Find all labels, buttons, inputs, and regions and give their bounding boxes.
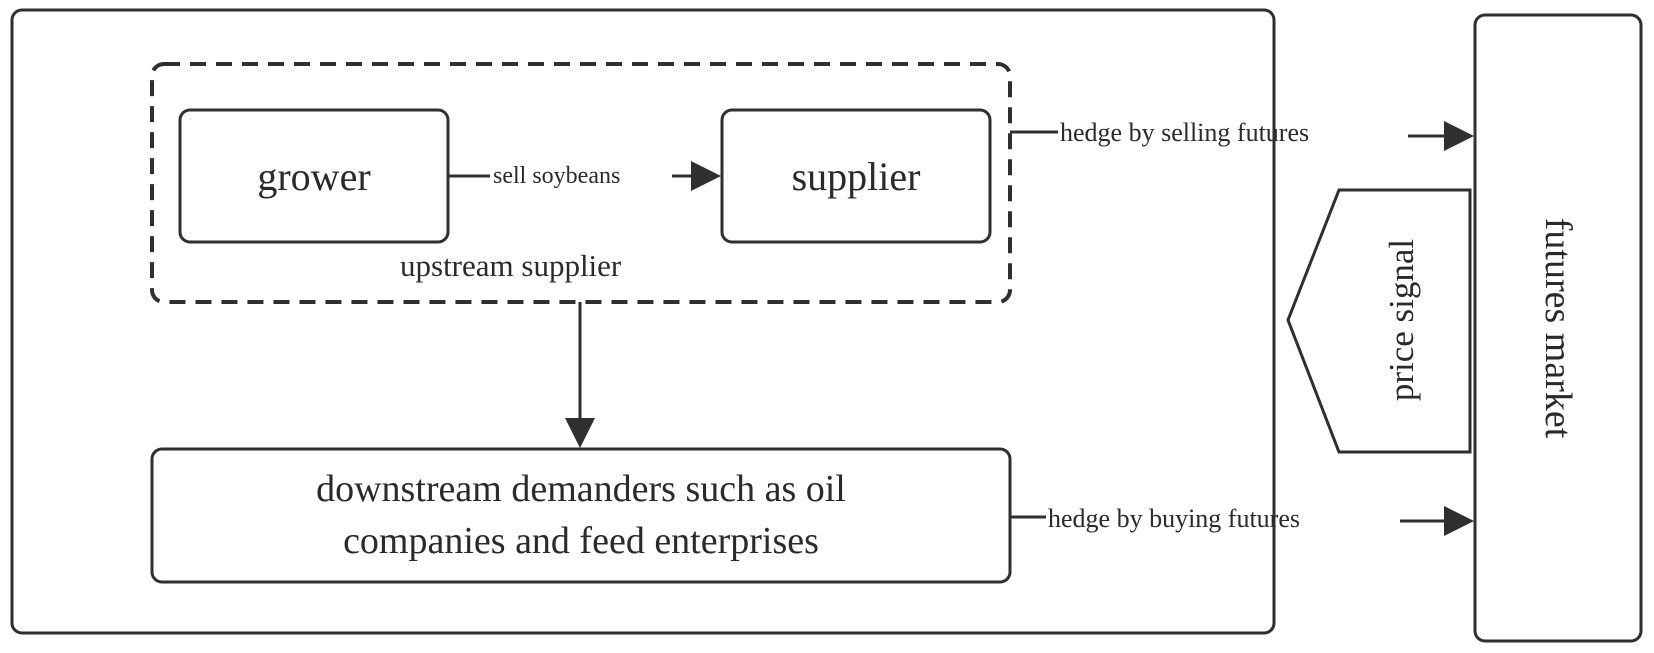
supplier-label: supplier [791, 153, 921, 199]
futures-market-label: futures market [1537, 217, 1579, 439]
outer-container [10, 8, 1276, 635]
grower-label: grower [257, 153, 371, 199]
hedge-buying-label: hedge by buying futures [1048, 504, 1301, 533]
price-signal-label: price signal [1382, 238, 1421, 402]
sell-soybeans-label: sell soybeans [493, 163, 621, 189]
downstream-label-line1: downstream demanders such as oil [316, 468, 846, 511]
upstream-group-label: upstream supplier [400, 248, 622, 283]
hedge-selling-label: hedge by selling futures [1060, 118, 1310, 147]
futures-market-box [1473, 13, 1643, 643]
supplier-box [720, 108, 992, 244]
price-signal-shape [1286, 188, 1472, 454]
downstream-label-line2: companies and feed enterprises [343, 519, 819, 562]
downstream-label: downstream demanders such as oil compani… [152, 449, 1010, 582]
upstream-group-box [150, 62, 1012, 304]
